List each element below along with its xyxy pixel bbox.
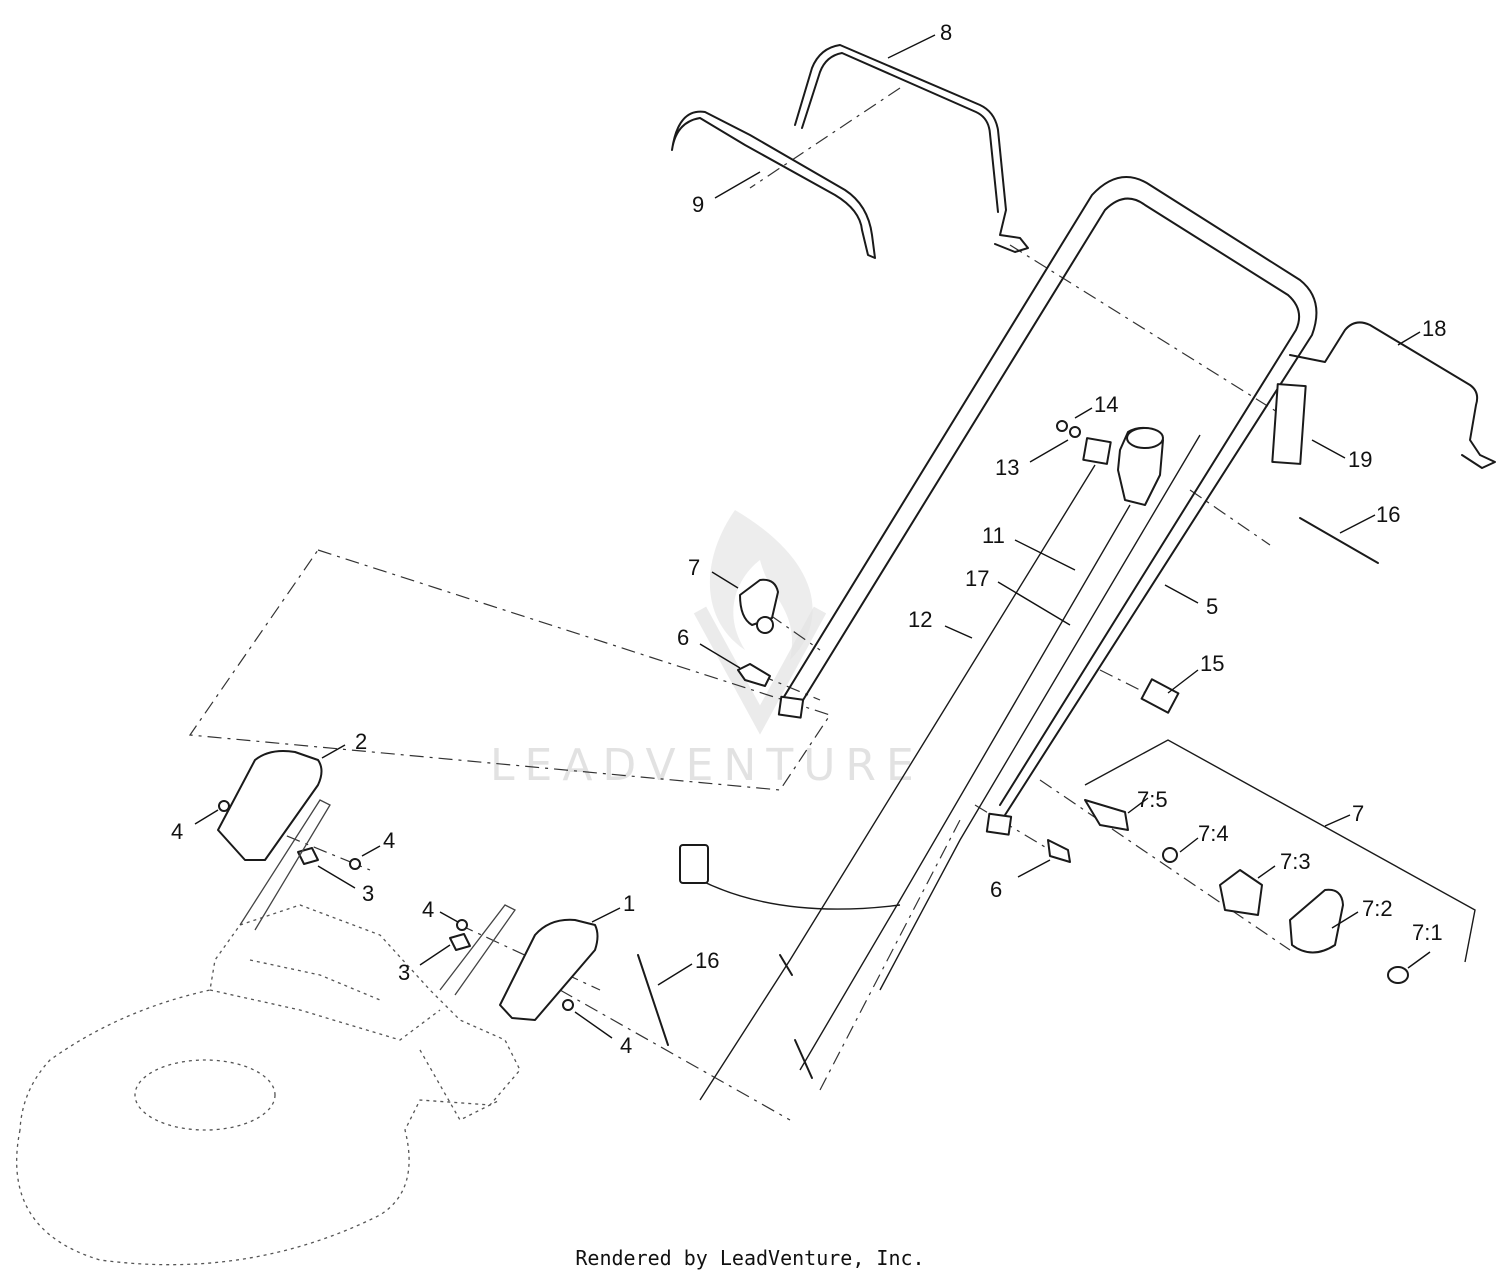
callout-9: 9 [692, 192, 704, 217]
part-8-upper-bracket [794, 44, 1029, 253]
part-7-knob-left [739, 578, 779, 634]
callout-6: 6 [677, 625, 689, 650]
callout-4: 4 [171, 819, 183, 844]
callout-7-2: 7:2 [1362, 896, 1393, 921]
callout-15: 15 [1200, 651, 1224, 676]
callout-7: 7 [1352, 801, 1364, 826]
assembly-dash-lines [188, 87, 1291, 1121]
callout-7-3: 7:3 [1280, 849, 1311, 874]
callout-16: 16 [695, 948, 719, 973]
part-16-cable-tie-lower [637, 954, 669, 1046]
callout-5: 5 [1206, 594, 1218, 619]
watermark-v-icon [693, 606, 827, 735]
watermark-flame-icon [709, 510, 813, 660]
part-2-bracket [217, 750, 361, 870]
callout-4: 4 [383, 828, 395, 853]
footer-credit: Rendered by LeadVenture, Inc. [575, 1246, 925, 1270]
callout-14: 14 [1094, 392, 1118, 417]
mower-deck [16, 799, 521, 1266]
callout-12: 12 [908, 607, 932, 632]
callout-3: 3 [362, 881, 374, 906]
part-15 [1140, 678, 1180, 714]
callout-16: 16 [1376, 502, 1400, 527]
callout-1: 1 [623, 891, 635, 916]
callout-3: 3 [398, 960, 410, 985]
part-16-cable-tie [1299, 517, 1379, 564]
watermark: LEADVENTURE [490, 510, 914, 791]
callout-6: 6 [990, 877, 1002, 902]
part-7-exploded [1047, 799, 1409, 984]
callouts: 8 9 18 14 13 19 16 11 7 17 5 12 6 15 2 4… [171, 20, 1446, 1058]
callout-13: 13 [995, 455, 1019, 480]
part-9-bail [671, 110, 876, 259]
control-housing [1056, 420, 1164, 506]
part-1-bracket [449, 918, 599, 1021]
callout-11: 11 [982, 523, 1005, 548]
callout-7: 7 [688, 555, 700, 580]
callout-19: 19 [1348, 447, 1372, 472]
leader-lines [194, 34, 1431, 1039]
callout-2: 2 [355, 729, 367, 754]
callout-7-4: 7:4 [1198, 821, 1229, 846]
part-7-kit-bracket [1084, 739, 1476, 963]
part-5-handle [777, 176, 1318, 836]
part-18-bracket [1289, 321, 1496, 469]
callout-17: 17 [965, 566, 989, 591]
callout-7-1: 7:1 [1412, 920, 1443, 945]
cables [679, 434, 1201, 1101]
callout-4: 4 [620, 1033, 632, 1058]
callout-4: 4 [422, 897, 434, 922]
callout-18: 18 [1422, 316, 1446, 341]
part-19-grip [1271, 383, 1307, 465]
callout-7-5: 7:5 [1137, 787, 1168, 812]
callout-8: 8 [940, 20, 952, 45]
part-6-bolt-left [737, 663, 771, 687]
